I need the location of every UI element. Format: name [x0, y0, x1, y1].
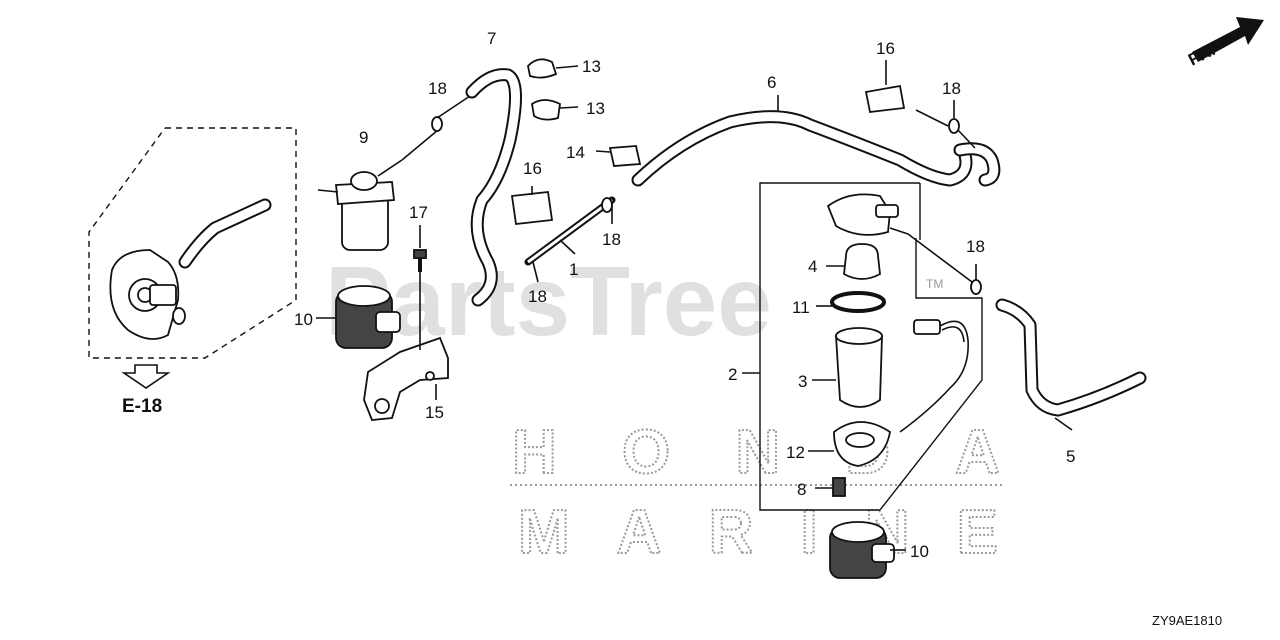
callout-10a: 10 — [294, 310, 313, 329]
callout-18b: 18 — [942, 79, 961, 98]
watermark-trademark: TM — [926, 277, 943, 291]
callout-3: 3 — [798, 372, 807, 391]
sensor-wire — [899, 319, 969, 433]
float-4 — [843, 243, 881, 280]
assembly-2-outline — [759, 182, 920, 511]
clip-18e-top — [948, 118, 960, 134]
strainer-10-left — [335, 285, 401, 349]
callout-9: 9 — [359, 128, 368, 147]
callout-16b: 16 — [523, 159, 542, 178]
callout-14: 14 — [566, 143, 585, 162]
ring-12 — [833, 421, 891, 467]
clip-13b — [531, 99, 561, 121]
drain-plug-8 — [832, 477, 846, 497]
front-direction-arrow: FR. — [1185, 17, 1264, 70]
clip-14 — [608, 145, 642, 167]
watermark-honda: HONDA — [512, 418, 1000, 487]
cup-3 — [835, 327, 883, 408]
callout-5: 5 — [1066, 447, 1075, 466]
separator-cap — [826, 193, 909, 236]
down-arrow-icon — [121, 364, 171, 389]
clip-18e — [970, 279, 982, 295]
clip-16a — [510, 191, 554, 225]
clip-13a — [527, 58, 558, 79]
callout-15: 15 — [425, 403, 444, 422]
fuel-filter — [317, 159, 403, 251]
diagram-code: ZY9AE1810 — [1152, 613, 1222, 628]
callout-11: 11 — [792, 298, 810, 317]
bracket-15 — [363, 336, 449, 421]
strainer-10-right — [829, 521, 895, 579]
callout-18d: 18 — [528, 287, 547, 306]
fuel-pump — [109, 249, 186, 340]
clip-16b — [864, 84, 906, 113]
callout-8: 8 — [797, 480, 806, 499]
callout-7: 7 — [487, 29, 496, 48]
callout-18a: 18 — [428, 79, 447, 98]
clip-line-18a — [401, 129, 439, 161]
watermark-brand: PartsTree — [325, 246, 772, 356]
callout-10b: 10 — [910, 542, 929, 561]
callout-12: 12 — [786, 443, 805, 462]
reference-e18: E-18 — [121, 364, 171, 417]
o-ring-11 — [830, 291, 886, 313]
callout-13a: 13 — [582, 57, 601, 76]
reference-label: E-18 — [122, 396, 162, 417]
callout-18e: 18 — [966, 237, 985, 256]
clip-18a — [431, 116, 443, 132]
callout-6: 6 — [767, 73, 776, 92]
callout-1: 1 — [569, 260, 578, 279]
bolt-17 — [413, 249, 427, 272]
callout-16a: 16 — [876, 39, 895, 58]
callout-13b: 13 — [586, 99, 605, 118]
callout-17: 17 — [409, 203, 428, 222]
fuel-pump-outline — [88, 127, 297, 359]
callout-4: 4 — [808, 257, 817, 276]
callout-18c: 18 — [602, 230, 621, 249]
callout-2: 2 — [728, 365, 737, 384]
